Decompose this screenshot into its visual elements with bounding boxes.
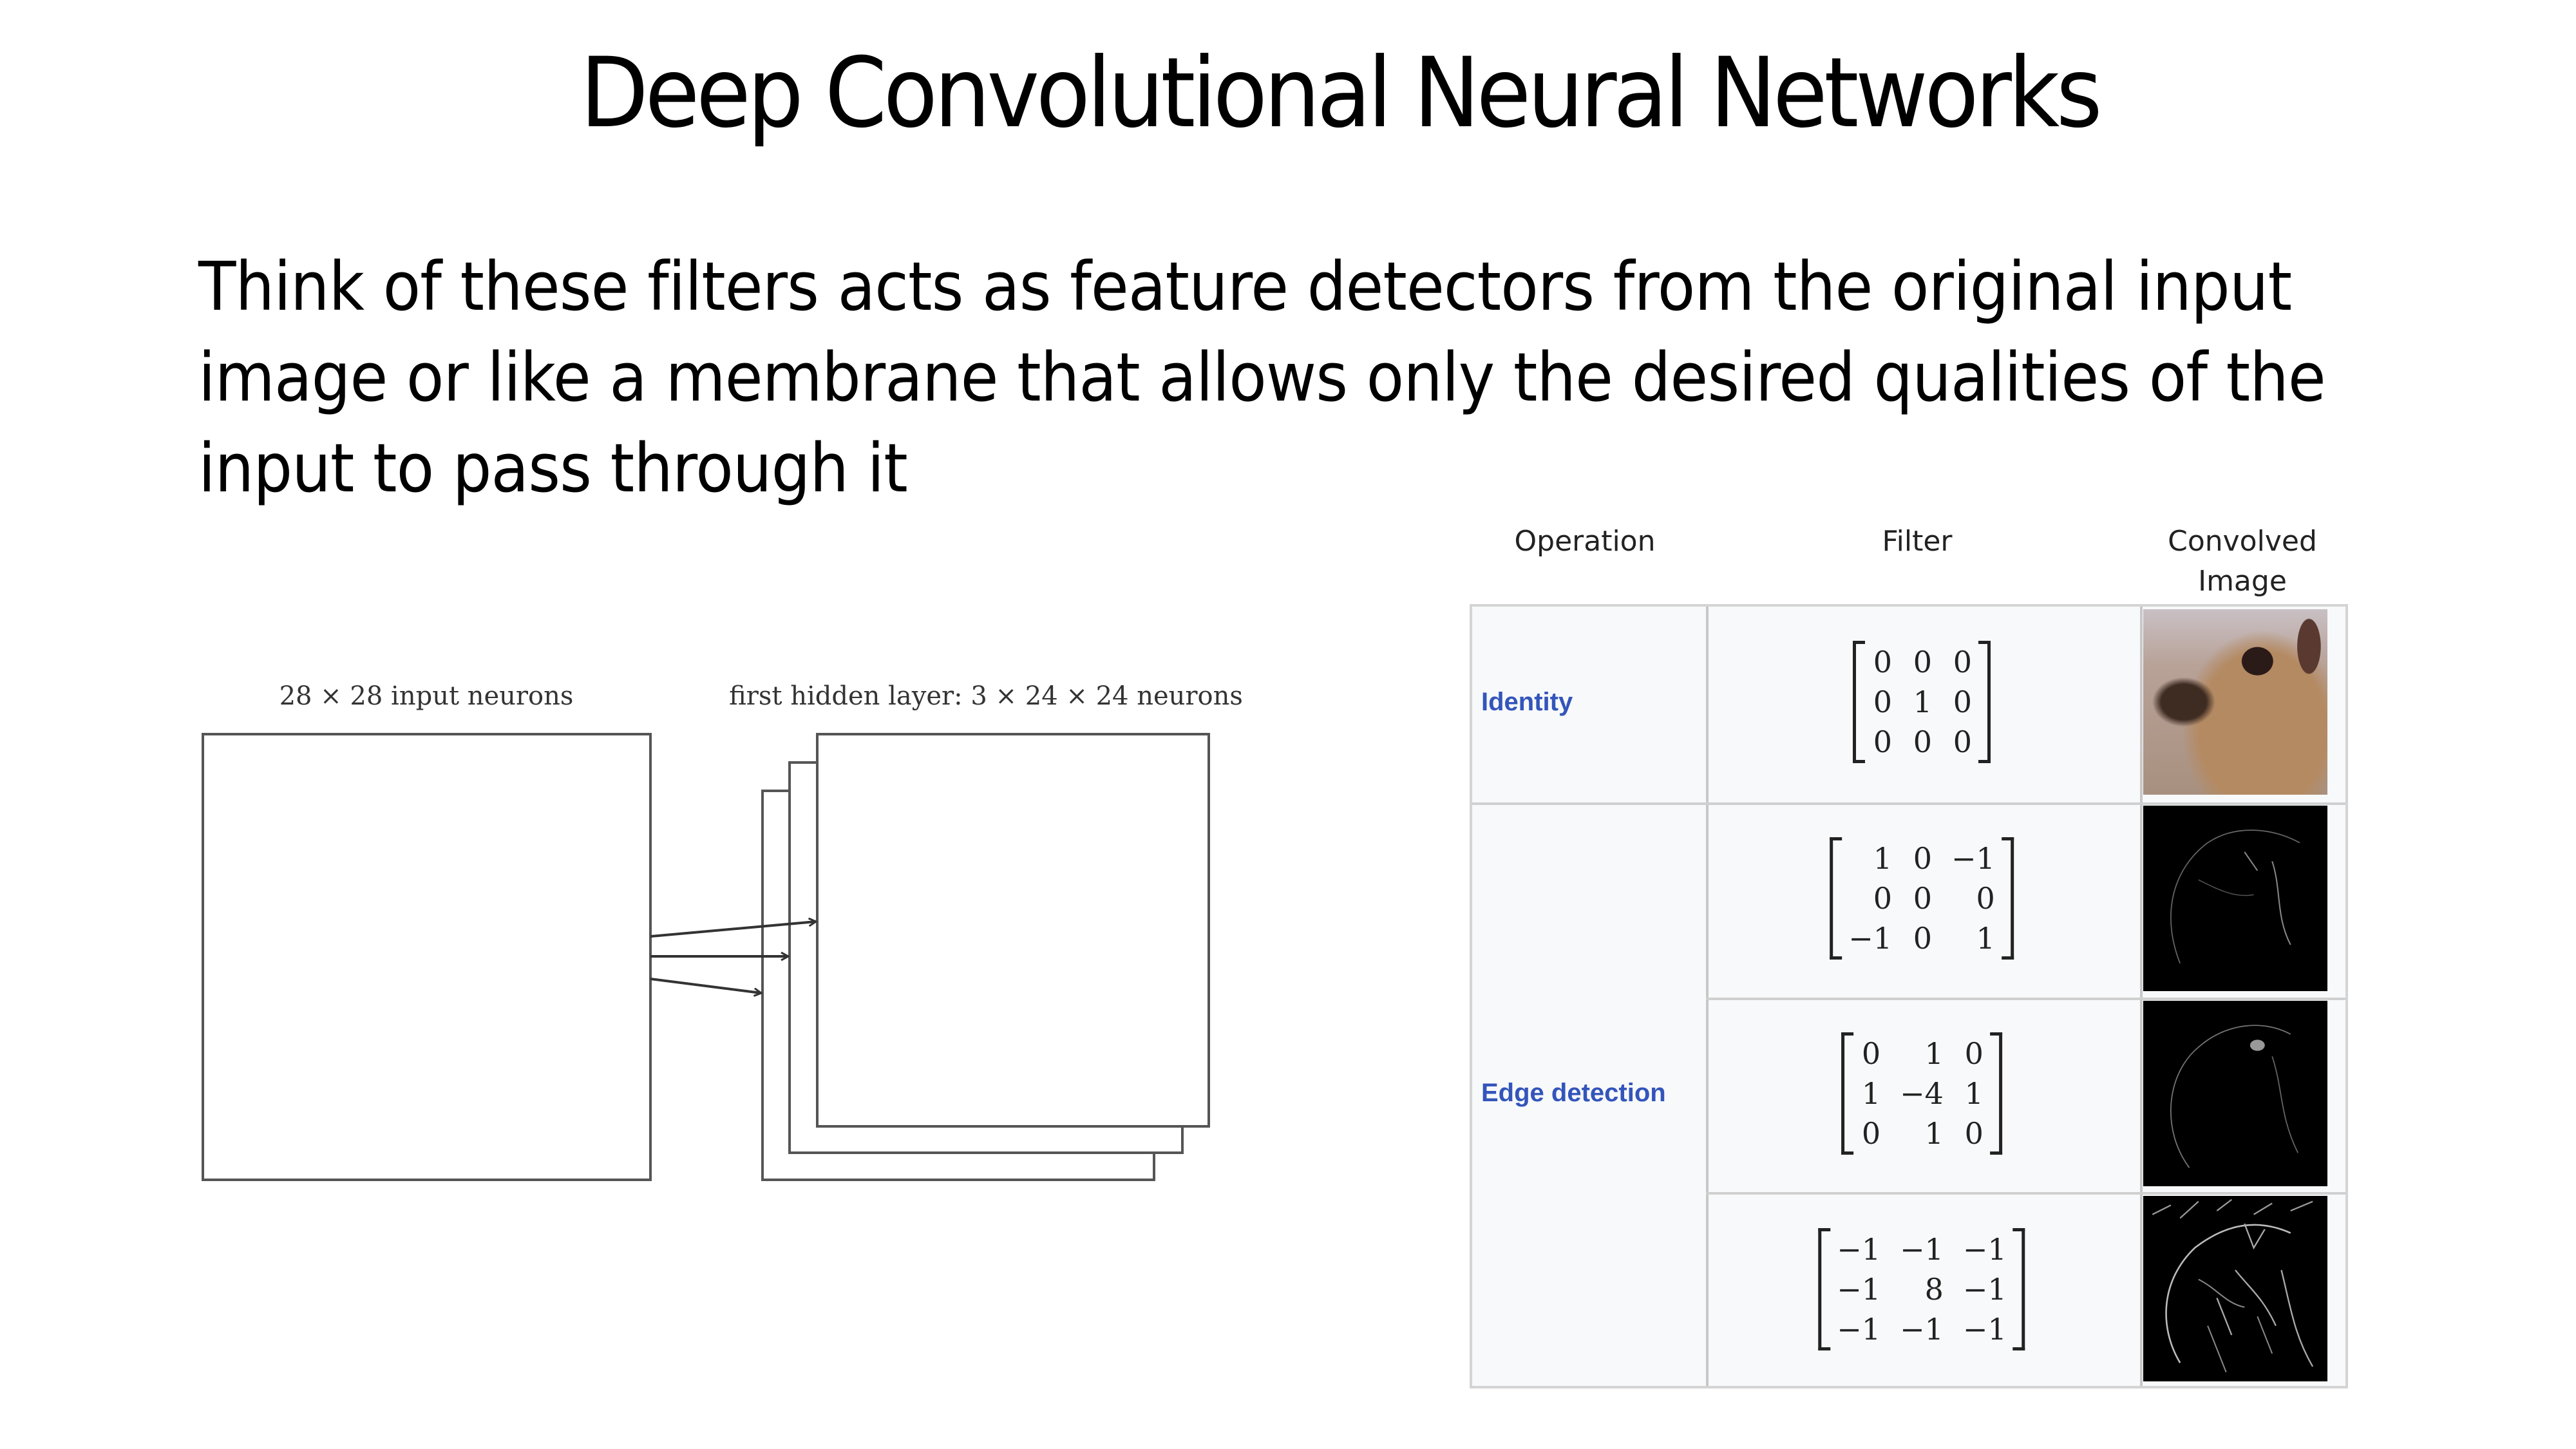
header-convolved-image: Convolved Image: [2168, 522, 2317, 601]
matrix-cell: 1: [1861, 1076, 1881, 1111]
body-line: input to pass through it: [198, 429, 908, 507]
matrix-cell: 0: [1913, 841, 1932, 876]
matrix-cell: 1: [1964, 1076, 1984, 1111]
convolved-image-edge-2: [2143, 1001, 2327, 1186]
matrix-cell: −1: [1837, 1272, 1881, 1307]
matrix-cell: −1: [1900, 1312, 1944, 1347]
operation-link-edge-detection[interactable]: Edge detection: [1481, 1079, 1666, 1107]
matrix-cell: −1: [1837, 1232, 1881, 1267]
body-line: Think of these filters acts as feature d…: [198, 247, 2292, 326]
matrix-cell: 0: [1913, 921, 1932, 956]
matrix-cell: 0: [1964, 1116, 1984, 1151]
filter-matrix-edge-3: −1 −1 −1 −1 8 −1 −1 −1 −1: [1818, 1228, 2025, 1350]
bracket-left: [1818, 1228, 1831, 1350]
matrix-cell: 0: [1964, 1036, 1984, 1071]
matrix-cell: 0: [1953, 724, 1972, 759]
matrix-cell: 1: [1913, 685, 1932, 719]
body-line: image or like a membrane that allows onl…: [198, 338, 2326, 417]
matrix-cell: 0: [1913, 724, 1932, 759]
edge-lines: [2170, 829, 2300, 964]
input-layer-box: [202, 733, 652, 1181]
convolved-image-edge-1: [2143, 806, 2327, 991]
matrix-cell: 0: [1873, 724, 1892, 759]
convolution-diagram: [202, 733, 1210, 1181]
matrix-cell: 0: [1913, 645, 1932, 679]
row-divider: [1472, 802, 2345, 805]
arrow-to-map-3: [650, 978, 761, 993]
matrix-cell: −1: [1951, 841, 1995, 876]
matrix-cell: 0: [1861, 1036, 1881, 1071]
row-divider: [1706, 1192, 2345, 1195]
convolved-image-edge-3: [2143, 1196, 2327, 1381]
bracket-left: [1841, 1032, 1854, 1155]
bracket-right: [1978, 641, 1991, 763]
matrix-cell: 0: [1913, 881, 1932, 916]
header-operation: Operation: [1514, 525, 1656, 558]
feature-map-1: [816, 733, 1210, 1128]
bracket-right: [2001, 837, 2014, 960]
bracket-right: [1989, 1032, 2002, 1155]
header-image-line: Image: [2198, 565, 2287, 598]
matrix-cell: −4: [1900, 1076, 1944, 1111]
matrix-cell: 1: [1924, 1036, 1944, 1071]
matrix-cell: −1: [1962, 1272, 2007, 1307]
matrix-cell: −1: [1837, 1312, 1881, 1347]
arrow-to-map-1: [650, 922, 816, 938]
hidden-layer-label: first hidden layer: 3 × 24 × 24 neurons: [729, 681, 1243, 711]
slide-title: Deep Convolutional Neural Networks: [580, 37, 2103, 149]
matrix-cell: 1: [1873, 841, 1892, 876]
input-layer-label: 28 × 28 input neurons: [279, 681, 574, 711]
matrix-cell: −1: [1962, 1312, 2007, 1347]
matrix-cell: 0: [1861, 1116, 1881, 1151]
matrix-cell: 1: [1924, 1116, 1944, 1151]
operation-link-identity[interactable]: Identity: [1481, 688, 1573, 716]
edge-lines: [2152, 1198, 2314, 1372]
matrix-grid: −1 −1 −1 −1 8 −1 −1 −1 −1: [1830, 1228, 2012, 1350]
matrix-cell: 8: [1924, 1272, 1944, 1307]
matrix-cell: −1: [1962, 1232, 2007, 1267]
matrix-cell: 0: [1976, 881, 1995, 916]
column-divider: [2140, 607, 2143, 1386]
column-divider: [1706, 607, 1709, 1386]
matrix-cell: 0: [1873, 685, 1892, 719]
matrix-cell: 0: [1873, 645, 1892, 679]
header-filter: Filter: [1882, 525, 1953, 558]
edge-lines: [2170, 1025, 2299, 1168]
bracket-left: [1853, 641, 1865, 763]
row-divider: [1706, 998, 2345, 1000]
slide-body-text: Think of these filters acts as feature d…: [198, 242, 2452, 514]
matrix-cell: 1: [1976, 921, 1995, 956]
matrix-cell: 0: [1873, 881, 1892, 916]
matrix-cell: 0: [1953, 645, 1972, 679]
bracket-right: [2012, 1228, 2025, 1350]
header-image-line: Convolved: [2168, 525, 2317, 558]
matrix-cell: −1: [1848, 921, 1892, 956]
matrix-cell: 0: [1953, 685, 1972, 719]
matrix-cell: −1: [1900, 1232, 1944, 1267]
convolved-image-identity: [2143, 609, 2327, 795]
bracket-left: [1830, 837, 1842, 960]
